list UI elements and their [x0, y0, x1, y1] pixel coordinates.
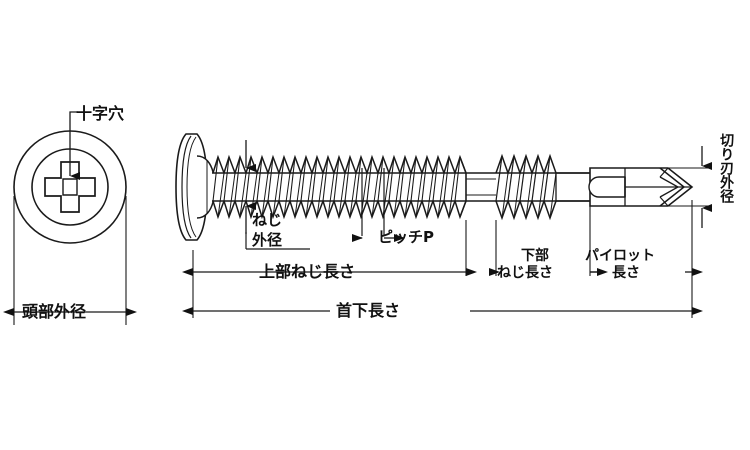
cutting-edge-diameter-dimension: [648, 146, 712, 228]
pilot-length-dimension: [590, 200, 703, 318]
pitch-dimension: [352, 168, 405, 242]
drill-point-section: [588, 167, 694, 207]
label-pitch: ピッチP: [378, 228, 434, 246]
label-lower-thread-length-line1: 下部: [521, 248, 549, 264]
head-outer-diameter-dimension: [3, 196, 137, 325]
upper-thread-section: [212, 154, 467, 220]
label-pilot-length-line1: パイロット: [585, 248, 655, 264]
screw-head-side-view: [175, 133, 214, 241]
lower-thread-section: [495, 153, 590, 221]
label-thread-outer-diameter-line2: 外径: [252, 231, 283, 249]
cross-recess-leader: [69, 111, 80, 180]
label-upper-thread-length: 上部ねじ長さ: [259, 262, 356, 281]
head-front-view: [13, 130, 127, 244]
label-under-head-length: 首下長さ: [336, 301, 401, 320]
thread-outer-diameter-dimension: [245, 140, 310, 250]
label-head-outer-diameter: 頭部外径: [22, 302, 87, 321]
label-cutting-edge-outer-diameter: 切り刃外径: [718, 133, 735, 203]
label-thread-outer-diameter-line1: ねじ: [252, 211, 283, 229]
label-cross-recess: 十字穴: [76, 104, 125, 123]
label-lower-thread-length-line2: ねじ長さ: [497, 265, 553, 281]
smooth-shank-section: [466, 178, 496, 196]
upper-thread-length-dimension: [182, 220, 477, 318]
label-pilot-length-line2: 長さ: [612, 265, 640, 281]
